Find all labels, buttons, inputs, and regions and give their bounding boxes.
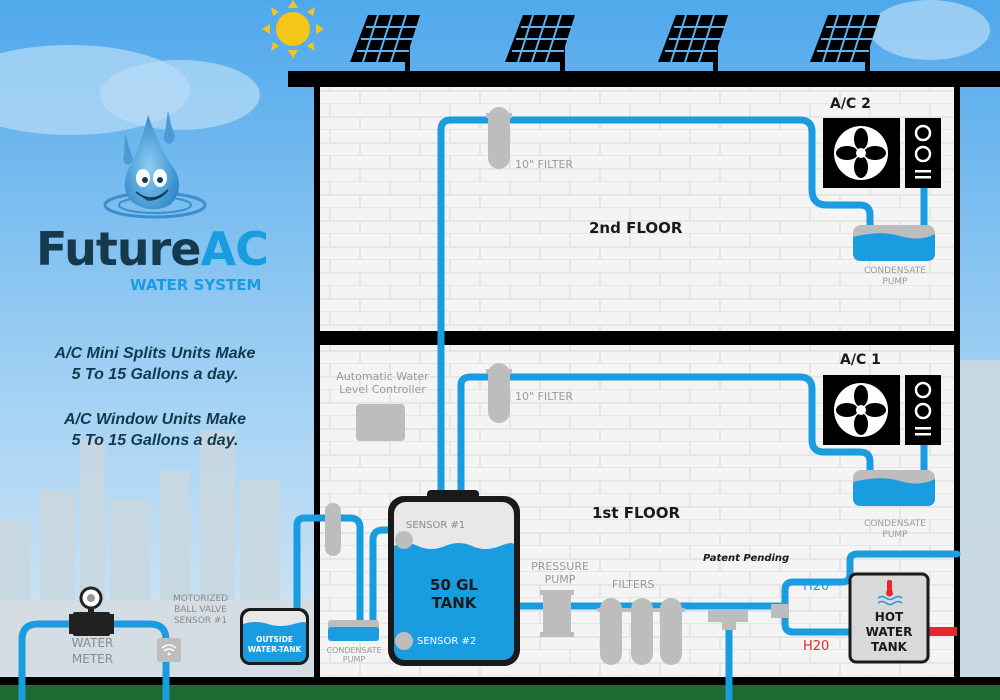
sun-icon: [262, 0, 324, 58]
ball-valve-label: MOTORIZED BALL VALVE SENSOR #1: [163, 594, 238, 627]
h2o-cold-label: H20: [803, 579, 830, 594]
filter-10in-2nd: [486, 107, 512, 169]
label-line: Automatic Water: [336, 370, 429, 383]
pressure-pump-label: PRESSURE PUMP: [520, 560, 600, 586]
label-line: PUMP: [342, 655, 366, 664]
label-line: Level Controller: [339, 383, 426, 396]
label-line: PRESSURE: [531, 560, 589, 573]
brand-name-accent: AC: [200, 222, 269, 276]
label-line: WATER: [865, 625, 913, 639]
sensor-1-label: SENSOR #1: [406, 520, 466, 531]
brand-name-dark: Future: [36, 222, 202, 276]
roof: [288, 71, 1000, 87]
condensate-pump-1-label: CONDENSATE PUMP: [850, 519, 940, 541]
thermometer-icon: [877, 580, 903, 606]
ball-valve-sensor: [157, 638, 181, 662]
ground: [0, 685, 1000, 700]
wifi-icon: [161, 644, 177, 652]
label-line: WATER-TANK: [247, 645, 302, 654]
label-line: PUMP: [882, 277, 908, 287]
tank-50gl: [388, 490, 520, 666]
condensate-pump-small: [328, 620, 379, 641]
ac-unit-2: [823, 118, 941, 188]
hot-water-tank: [848, 572, 930, 664]
label-line: WATER: [71, 636, 114, 650]
tagline-line: 5 To 15 Gallons a day.: [71, 366, 239, 383]
tagline-window-unit: A/C Window Units Make 5 To 15 Gallons a …: [20, 409, 290, 451]
label-line: OUTSIDE: [255, 635, 294, 644]
tank-label: 50 GL TANK: [414, 576, 494, 612]
label-line: TANK: [871, 640, 907, 654]
condensate-pump-2-label: CONDENSATE PUMP: [850, 266, 940, 288]
water-meter: [69, 586, 114, 636]
water-level-controller: [356, 404, 405, 441]
filter-10in-1st: [486, 363, 512, 423]
small-condensate-pump-label: CONDENSATE PUMP: [320, 646, 388, 664]
tagline-line: A/C Window Units Make: [63, 411, 247, 428]
brand-subtitle: WATER SYSTEM: [130, 276, 262, 294]
condensate-pump-2: [853, 225, 935, 261]
label-line: METER: [71, 652, 114, 666]
ac-1-label: A/C 1: [840, 352, 881, 368]
label-line: CONDENSATE: [864, 519, 926, 529]
outside-water-tank: [240, 608, 309, 665]
floor-divider: [317, 331, 957, 345]
label-line: SENSOR #1: [173, 616, 228, 626]
ac-2-label: A/C 2: [830, 96, 871, 112]
filters: [597, 598, 685, 665]
filters-label: FILTERS: [612, 578, 655, 591]
floor-label-2nd: 2nd FLOOR: [589, 219, 683, 237]
brand-logo: FutureAC: [36, 222, 269, 276]
tagline-line: 5 To 15 Gallons a day.: [71, 432, 239, 449]
water-meter-label: WATER METER: [60, 635, 125, 667]
label-line: MOTORIZED: [172, 594, 229, 604]
sensor-2-label: SENSOR #2: [417, 636, 477, 647]
label-line: PUMP: [882, 530, 908, 540]
label-line: BALL VALVE: [174, 605, 227, 615]
label-line: 50 GL: [430, 576, 478, 594]
outside-tank-label: OUTSIDE WATER-TANK: [243, 635, 306, 655]
tagline-line: A/C Mini Splits Units Make: [54, 345, 256, 362]
filter-10in-2nd-label: 10" FILTER: [515, 158, 574, 171]
hot-water-tank-label: HOT WATER TANK: [852, 610, 926, 655]
ac-unit-1: [823, 375, 941, 445]
label-line: CONDENSATE: [326, 646, 382, 655]
h2o-hot-label: H20: [803, 639, 830, 654]
sensor-1: [395, 531, 413, 549]
label-line: CONDENSATE: [864, 266, 926, 276]
label-line: PUMP: [544, 573, 576, 586]
filter-10in-1st-label: 10" FILTER: [515, 390, 574, 403]
tagline-mini-split: A/C Mini Splits Units Make 5 To 15 Gallo…: [20, 343, 290, 385]
pressure-pump: [540, 590, 574, 637]
patent-pending: Patent Pending: [703, 553, 790, 564]
water-drop-mascot-icon: [103, 110, 207, 219]
condensate-pump-1: [853, 470, 935, 506]
controller-label: Automatic Water Level Controller: [325, 370, 440, 396]
sensor-2: [395, 632, 413, 650]
tee-fitting: [708, 604, 789, 630]
label-line: HOT: [874, 610, 904, 624]
floor-label-1st: 1st FLOOR: [592, 504, 681, 522]
label-line: TANK: [431, 594, 477, 612]
